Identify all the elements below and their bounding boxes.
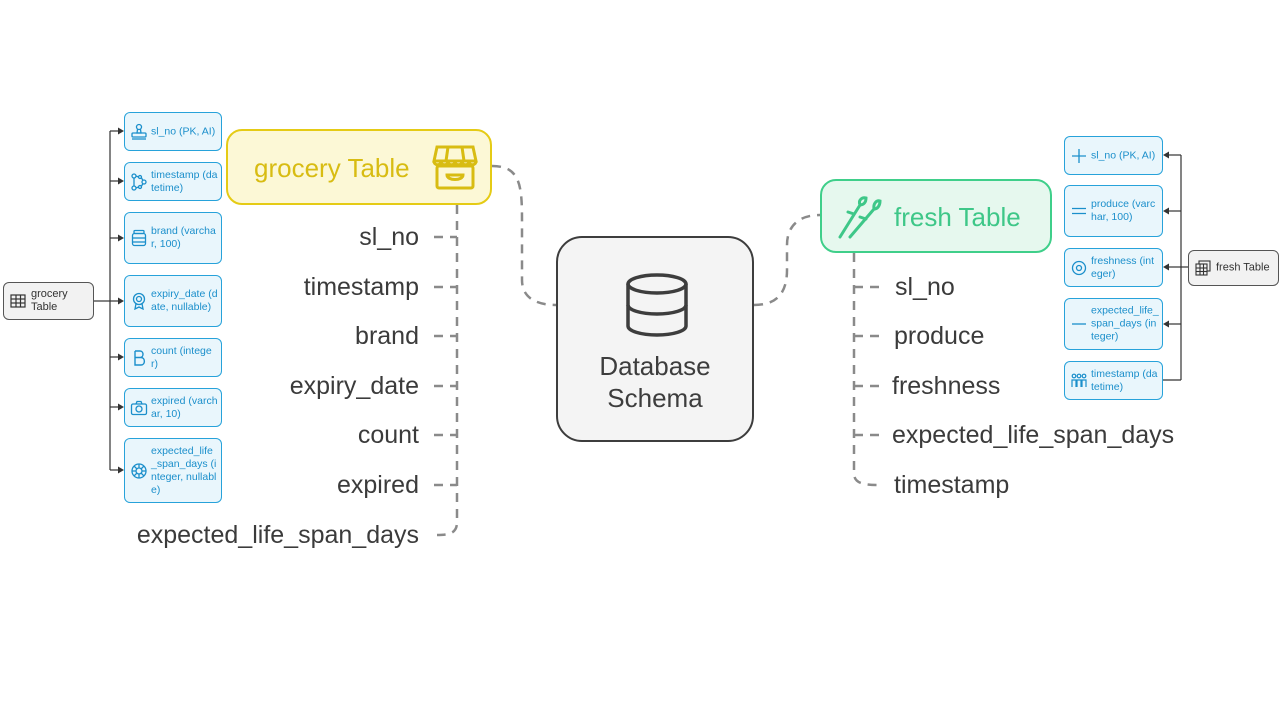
grocery-field-timestamp: timestamp bbox=[303, 273, 419, 301]
grocery-field-sl-no: sl_no bbox=[359, 223, 419, 251]
grocery-table-title: grocery Table bbox=[254, 153, 410, 183]
fresh-attr-produce-text: produce (varchar, 100) bbox=[1091, 198, 1156, 223]
minus-icon bbox=[1072, 323, 1086, 325]
grocery-attr-expected-life-span-days-text: expected_life_span_days (integer, nullab… bbox=[151, 444, 217, 496]
center-label: Database Schema bbox=[599, 351, 711, 413]
grocery-attr-expired-text: expired (varchar, 10) bbox=[151, 394, 218, 420]
camera-icon bbox=[130, 400, 148, 415]
network-icon bbox=[131, 172, 147, 191]
grocery-field-expiry-date: expiry_date bbox=[289, 372, 419, 400]
grocery-attr-expiry-date[interactable]: expiry_date (date, nullable) bbox=[124, 275, 222, 327]
fresh-attr-freshness-text: freshness (integer) bbox=[1091, 254, 1155, 280]
grocery-attr-sl-no-text: sl_no (PK, AI) bbox=[151, 125, 216, 137]
fresh-field-timestamp: timestamp bbox=[894, 471, 1010, 499]
grocery-attr-count-text: count (integer) bbox=[151, 344, 212, 370]
grocery-attr-brand-text: brand (varchar, 100) bbox=[151, 225, 216, 250]
gear-icon bbox=[131, 462, 147, 479]
fresh-field-sl-no: sl_no bbox=[895, 273, 955, 301]
plus-icon bbox=[1072, 148, 1086, 163]
database-icon bbox=[626, 273, 688, 337]
asparagus-icon bbox=[838, 196, 882, 239]
grocery-attr-expected-life-span-days[interactable]: expected_life_span_days (integer, nullab… bbox=[124, 438, 222, 503]
stamp-icon bbox=[131, 123, 147, 140]
fresh-source-node[interactable]: fresh Table bbox=[1188, 250, 1279, 286]
grocery-attr-expired[interactable]: expired (varchar, 10) bbox=[124, 388, 222, 427]
fresh-field-freshness: freshness bbox=[892, 372, 1001, 400]
fresh-table-node[interactable]: fresh Table bbox=[820, 179, 1052, 253]
grocery-table-node[interactable]: grocery Table bbox=[226, 129, 492, 205]
people-icon bbox=[1071, 373, 1087, 387]
grocery-attr-timestamp-text: timestamp (datetime) bbox=[151, 168, 218, 194]
letter-b-icon bbox=[134, 349, 146, 366]
fresh-attr-freshness[interactable]: freshness (integer) bbox=[1064, 248, 1163, 287]
grocery-source-label: grocery Table bbox=[31, 288, 68, 313]
target-icon bbox=[1071, 260, 1087, 275]
grocery-attr-sl-no[interactable]: sl_no (PK, AI) bbox=[124, 112, 222, 151]
fresh-attr-timestamp-text: timestamp (datetime) bbox=[1091, 367, 1158, 393]
database-schema-node[interactable]: Database Schema bbox=[556, 236, 754, 442]
fresh-field-produce: produce bbox=[894, 322, 985, 350]
fresh-attr-timestamp[interactable]: timestamp (datetime) bbox=[1064, 361, 1163, 400]
fresh-attr-sl-no[interactable]: sl_no (PK, AI) bbox=[1064, 136, 1163, 175]
grocery-attr-expiry-date-text: expiry_date (date, nullable) bbox=[151, 288, 218, 313]
fresh-source-label: fresh Table bbox=[1216, 261, 1270, 274]
fresh-attr-expected-life-span-days[interactable]: expected_life_span_days (integer) bbox=[1064, 298, 1163, 350]
grocery-source-node[interactable]: grocery Table bbox=[3, 282, 94, 320]
fresh-attr-produce[interactable]: produce (varchar, 100) bbox=[1064, 185, 1163, 237]
fresh-table-title: fresh Table bbox=[894, 202, 1021, 232]
jar-icon bbox=[131, 229, 147, 247]
grocery-attr-brand[interactable]: brand (varchar, 100) bbox=[124, 212, 222, 264]
fresh-attr-sl-no-text: sl_no (PK, AI) bbox=[1091, 149, 1156, 161]
fresh-field-expected-life-span-days: expected_life_span_days bbox=[892, 421, 1175, 449]
grocery-field-expected-life-span-days: expected_life_span_days bbox=[136, 521, 419, 549]
market-stall-icon bbox=[432, 145, 478, 190]
fresh-attr-expected-life-span-days-text: expected_life_span_days (integer) bbox=[1091, 304, 1159, 343]
table-icon bbox=[10, 294, 26, 308]
grocery-attr-count[interactable]: count (integer) bbox=[124, 338, 222, 377]
equals-icon bbox=[1072, 207, 1086, 215]
grocery-field-brand: brand bbox=[355, 322, 419, 350]
grocery-field-count: count bbox=[357, 421, 419, 449]
badge-icon bbox=[132, 292, 146, 310]
grocery-attr-timestamp[interactable]: timestamp (datetime) bbox=[124, 162, 222, 201]
grocery-field-expired: expired bbox=[337, 471, 419, 499]
stacked-tables-icon bbox=[1195, 260, 1211, 276]
